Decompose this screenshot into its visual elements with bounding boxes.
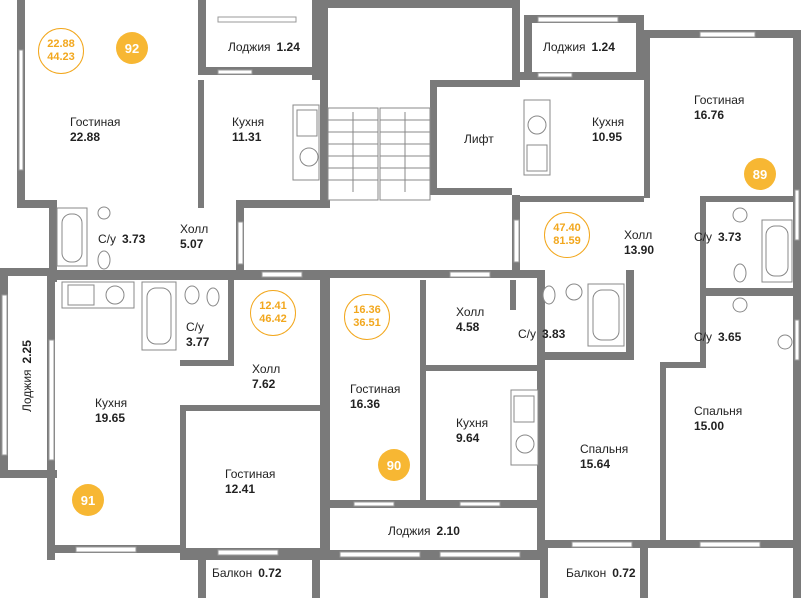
total-area-value: 81.59: [553, 235, 581, 247]
room-label: Лифт: [464, 132, 494, 146]
apartment-number: 90: [386, 457, 402, 473]
apartment-number: 91: [80, 492, 96, 508]
windows: [1, 16, 800, 558]
living-area-value: 16.36: [353, 304, 381, 316]
total-area-value: 44.23: [47, 51, 75, 63]
living-area-value: 12.41: [259, 300, 287, 312]
apartment-number: 92: [124, 40, 140, 56]
apartment-number-badge: 89: [744, 158, 776, 190]
fixtures: [56, 99, 793, 466]
apartment-area-ring: 22.88 44.23: [38, 28, 84, 74]
room-label-vertical: Лоджия2.25: [20, 340, 34, 412]
apartment-number-badge: 91: [72, 484, 104, 516]
apartment-number: 89: [752, 166, 768, 182]
apartment-number-badge: 92: [116, 32, 148, 64]
apartment-area-ring: 47.40 81.59: [544, 212, 590, 258]
total-area-value: 46.42: [259, 313, 287, 325]
living-area-value: 22.88: [47, 38, 75, 50]
apartment-number-badge: 90: [378, 449, 410, 481]
total-area-value: 36.51: [353, 317, 381, 329]
apartment-area-ring: 12.41 46.42: [250, 290, 296, 336]
staircase: [327, 107, 431, 201]
apartment-area-ring: 16.36 36.51: [344, 294, 390, 340]
living-area-value: 47.40: [553, 222, 581, 234]
